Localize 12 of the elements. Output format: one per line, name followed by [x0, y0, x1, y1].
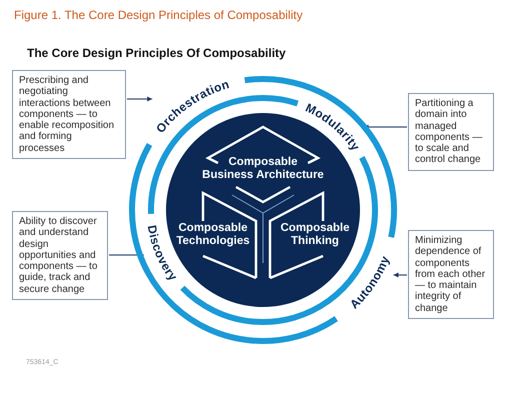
pillar-label: Composable Business Architecture — [202, 156, 324, 182]
arrow — [126, 96, 153, 102]
arrow — [392, 272, 408, 278]
figure-caption: Figure 1. The Core Design Principles of Composability — [14, 8, 303, 22]
callout-box: Minimizing dependence of components from each other — to maintain integrity of change — [408, 230, 494, 320]
callout-box: Partitioning a domain into managed components — to scale and control change — [408, 93, 494, 171]
pillar-label: Composable Thinking — [278, 222, 352, 248]
pillar-label: Composable Technologies — [174, 222, 252, 248]
arrow — [108, 252, 144, 258]
callout-box: Prescribing and negotiating interactions between components — to enable recomposition and forming processes — [12, 70, 126, 160]
diagram-title: The Core Design Principles Of Composability — [27, 46, 286, 60]
callout-box: Ability to discover and understand design opportunities and components — to guide, track and secure change — [12, 211, 108, 300]
